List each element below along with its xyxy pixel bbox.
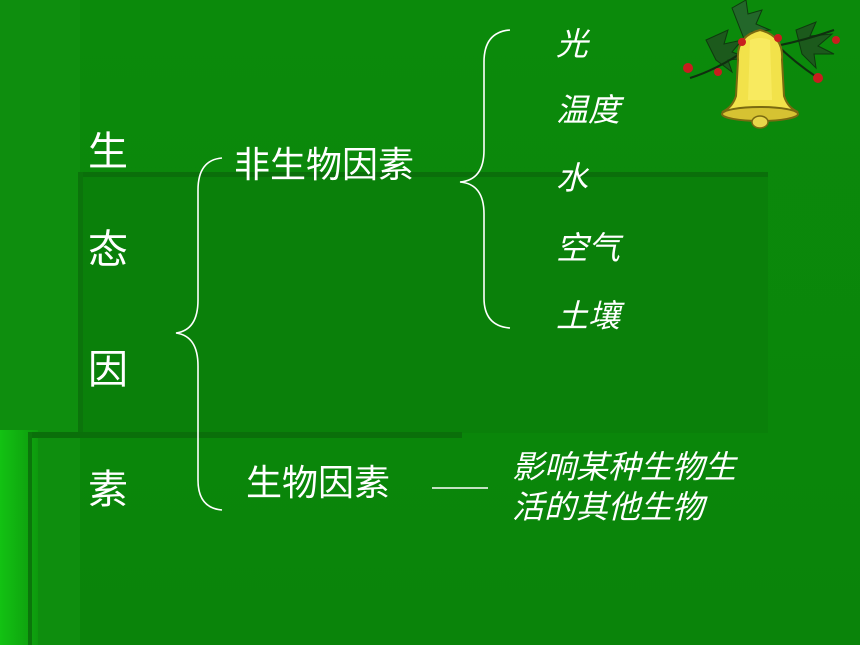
abiotic-item-light: 光: [556, 25, 589, 63]
biotic-description-line-1: 影响某种生物生: [512, 448, 737, 486]
root-title-char-3: 因: [88, 347, 128, 393]
background-rule-left: [78, 172, 83, 437]
abiotic-item-soil: 土壤: [556, 297, 621, 335]
abiotic-brace: [459, 29, 511, 329]
biotic-description-line-2: 活的其他生物: [512, 488, 705, 526]
abiotic-factor-label: 非生物因素: [234, 145, 415, 186]
abiotic-item-air: 空气: [556, 229, 621, 267]
background-rule-bottom: [28, 432, 462, 438]
background-rule-top: [80, 172, 768, 177]
abiotic-item-water: 水: [556, 159, 589, 197]
root-title-char-2: 态: [88, 227, 128, 273]
biotic-description: 影响某种生物生 活的其他生物: [512, 447, 812, 527]
background-rule-edge: [28, 432, 32, 645]
main-brace: [175, 157, 223, 511]
background-panel: [80, 177, 768, 433]
root-title-char-1: 生: [88, 129, 128, 175]
christmas-bell-icon: [683, 0, 840, 129]
abiotic-item-temperature: 温度: [556, 91, 621, 129]
biotic-factor-label: 生物因素: [246, 463, 391, 504]
root-title-char-4: 素: [88, 467, 128, 513]
